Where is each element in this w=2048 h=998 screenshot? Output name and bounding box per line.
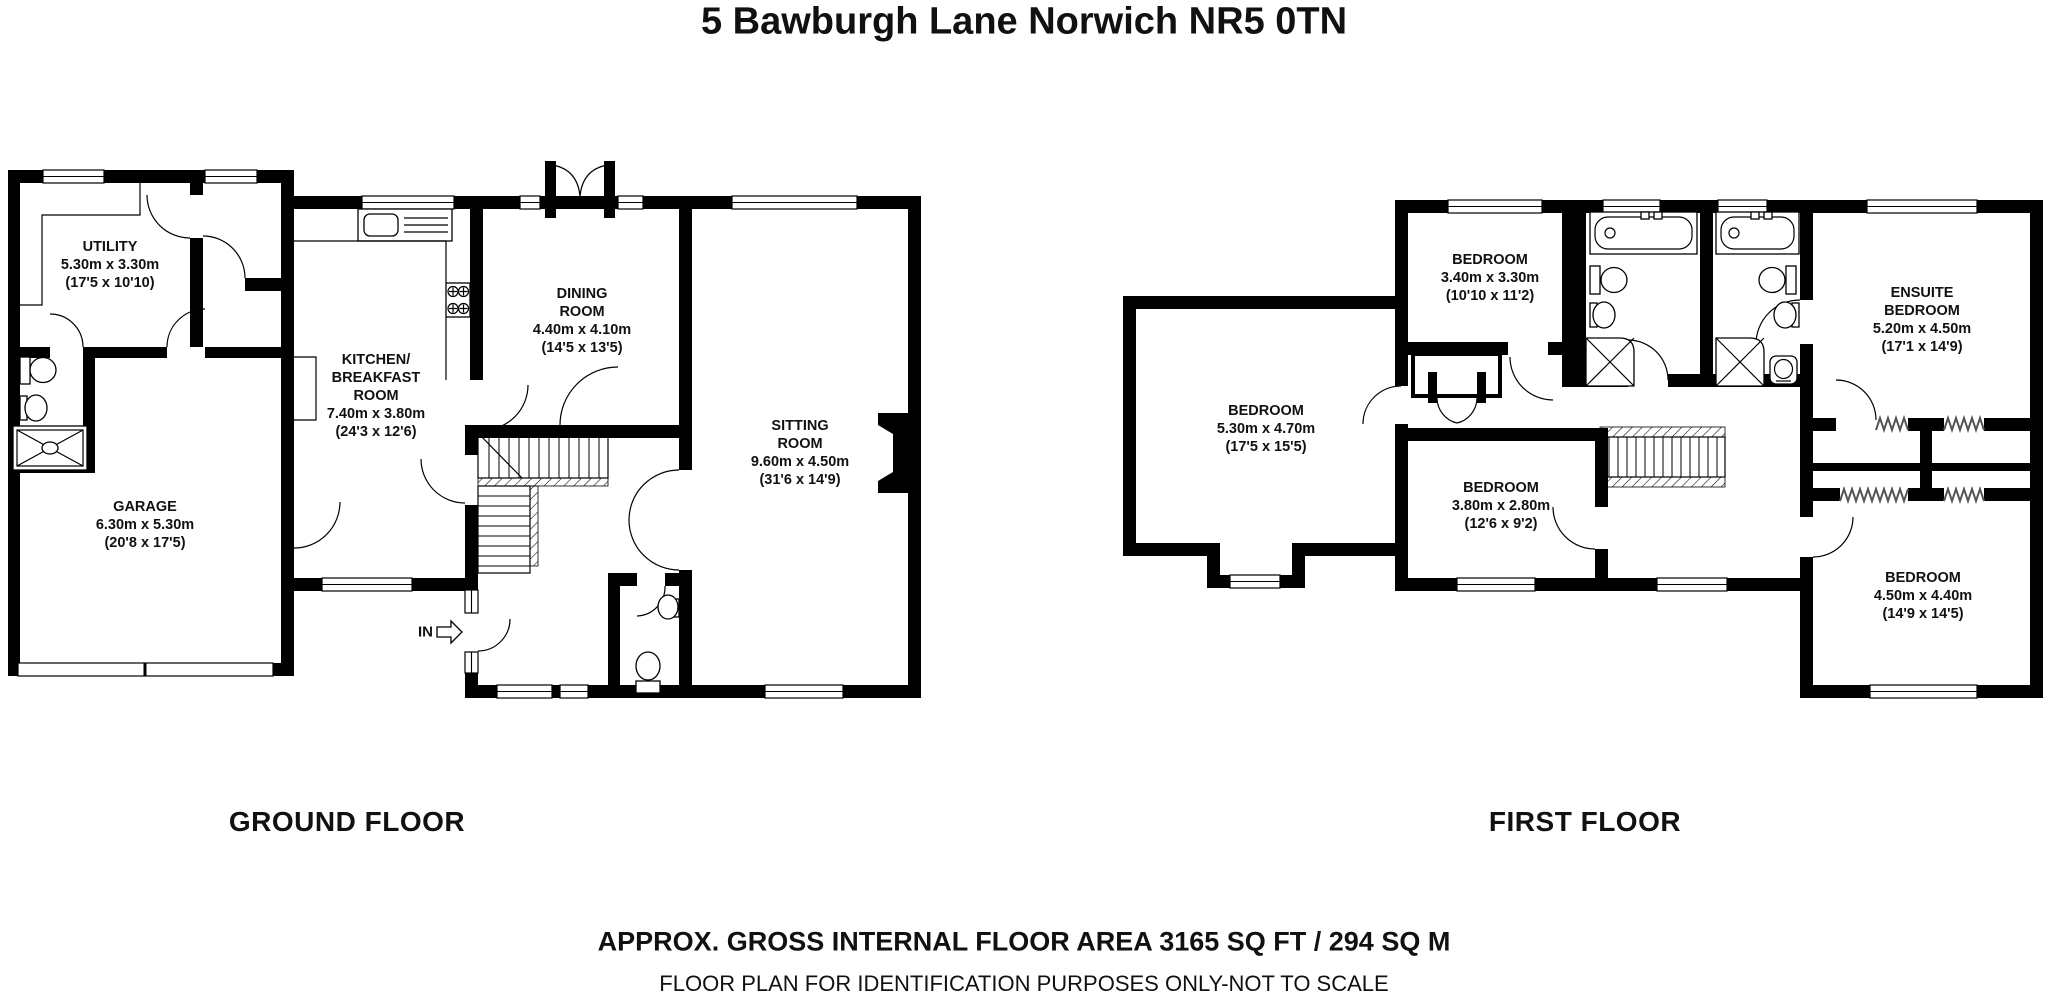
room-name: UTILITY [82, 239, 138, 255]
basin-icon [1773, 301, 1800, 329]
door-arcs [1362, 299, 1877, 558]
room-dim-metric: 3.80m x 2.80m [1451, 498, 1551, 514]
room-dim-imperial: (17'5 x 10'10) [65, 275, 155, 291]
room-label-bedroom-3: BEDROOM 3.80m x 2.80m (12'6 x 9'2) [1452, 479, 1550, 533]
room-name: DINING [556, 286, 608, 302]
basin-icon [1769, 355, 1798, 385]
room-dim-metric: 5.30m x 4.70m [1216, 421, 1316, 437]
room-dim-metric: 5.20m x 4.50m [1872, 321, 1972, 337]
shower-icon [12, 425, 88, 471]
room-name: ENSUITE [1890, 285, 1954, 301]
room-dim-imperial: (14'5 x 13'5) [541, 340, 623, 356]
room-label-bedroom-4: BEDROOM 4.50m x 4.40m (14'9 x 14'5) [1874, 569, 1972, 623]
first-floor-plan [1123, 199, 2043, 699]
room-dim-metric: 3.40m x 3.30m [1440, 270, 1540, 286]
bath-icon [1715, 211, 1800, 255]
garage-door [17, 662, 274, 677]
room-dim-imperial: (31'6 x 14'9) [759, 472, 841, 488]
toilet-icon [635, 651, 661, 694]
room-dim-metric: 4.50m x 4.40m [1873, 588, 1973, 604]
room-label-utility: UTILITY 5.30m x 3.30m (17'5 x 10'10) [61, 238, 159, 292]
room-label-ensuite-bedroom: ENSUITE BEDROOM 5.20m x 4.50m (17'1 x 14… [1873, 284, 1971, 356]
bath-icon [1589, 211, 1698, 255]
room-label-bedroom-1: BEDROOM 3.40m x 3.30m (10'10 x 11'2) [1441, 251, 1539, 305]
room-dim-metric: 7.40m x 3.80m [326, 406, 426, 422]
room-dim-metric: 6.30m x 5.30m [95, 517, 195, 533]
shower-icon [1715, 337, 1765, 387]
entrance-arrow-icon [436, 619, 463, 645]
stairs-icon [477, 432, 609, 574]
room-label-sitting-room: SITTING ROOM 9.60m x 4.50m (31'6 x 14'9) [751, 417, 849, 489]
room-name: BEDROOM [1884, 303, 1960, 319]
room-name: ROOM [353, 388, 399, 404]
shower-icon [1585, 337, 1635, 387]
room-dim-imperial: (20'8 x 17'5) [104, 535, 186, 551]
toilet-icon [19, 356, 57, 385]
stairs-icon [1599, 426, 1726, 488]
footer-area-text: APPROX. GROSS INTERNAL FLOOR AREA 3165 S… [597, 926, 1451, 957]
utility-worktop [20, 183, 141, 306]
room-name: BEDROOM [1228, 403, 1304, 419]
room-dim-imperial: (14'9 x 14'5) [1882, 606, 1964, 622]
toilet-icon [1758, 265, 1797, 295]
window [1229, 199, 1978, 699]
room-name: ROOM [777, 436, 823, 452]
room-name: BEDROOM [1885, 570, 1961, 586]
kitchen-counter [294, 240, 447, 380]
room-dim-metric: 5.30m x 3.30m [60, 257, 160, 273]
room-name: KITCHEN/ [341, 352, 411, 368]
room-name: BREAKFAST [331, 370, 421, 386]
ground-floor-plan [8, 161, 921, 699]
entrance-in-label: IN [418, 623, 433, 641]
room-name: ROOM [559, 304, 605, 320]
room-name: GARAGE [113, 499, 177, 515]
sink-icon [357, 208, 453, 242]
room-label-garage: GARAGE 6.30m x 5.30m (20'8 x 17'5) [96, 498, 194, 552]
room-label-bedroom-2: BEDROOM 5.30m x 4.70m (17'5 x 15'5) [1217, 402, 1315, 456]
window [42, 169, 858, 699]
footer-disclaimer-text: FLOOR PLAN FOR IDENTIFICATION PURPOSES O… [659, 971, 1389, 996]
room-dim-imperial: (24'3 x 12'6) [335, 424, 417, 440]
door-arcs [49, 164, 680, 652]
kitchen-counter-2 [294, 356, 317, 421]
room-dim-imperial: (17'1 x 14'9) [1881, 339, 1963, 355]
fireplace-icon [878, 413, 908, 493]
cupboard-icon [1411, 352, 1502, 424]
first-floor-label: FIRST FLOOR [1488, 806, 1682, 837]
basin-icon [19, 394, 48, 422]
wardrobe-icon [1813, 414, 2030, 505]
page-title: 5 Bawburgh Lane Norwich NR5 0TN [700, 0, 1348, 43]
room-dim-metric: 9.60m x 4.50m [750, 454, 850, 470]
room-label-kitchen-breakfast: KITCHEN/ BREAKFAST ROOM 7.40m x 3.80m (2… [327, 351, 425, 441]
basin-icon [657, 594, 680, 620]
room-dim-imperial: (10'10 x 11'2) [1445, 288, 1535, 304]
room-dim-metric: 4.40m x 4.10m [532, 322, 632, 338]
room-label-dining-room: DINING ROOM 4.40m x 4.10m (14'5 x 13'5) [533, 285, 631, 357]
room-dim-imperial: (17'5 x 15'5) [1225, 439, 1307, 455]
room-name: BEDROOM [1463, 480, 1539, 496]
ground-floor-label: GROUND FLOOR [228, 806, 466, 837]
room-dim-imperial: (12'6 x 9'2) [1464, 516, 1538, 532]
hob-icon [445, 282, 471, 318]
toilet-icon [1589, 265, 1628, 295]
room-name: SITTING [771, 418, 829, 434]
basin-icon [1589, 301, 1616, 329]
room-name: BEDROOM [1452, 252, 1528, 268]
